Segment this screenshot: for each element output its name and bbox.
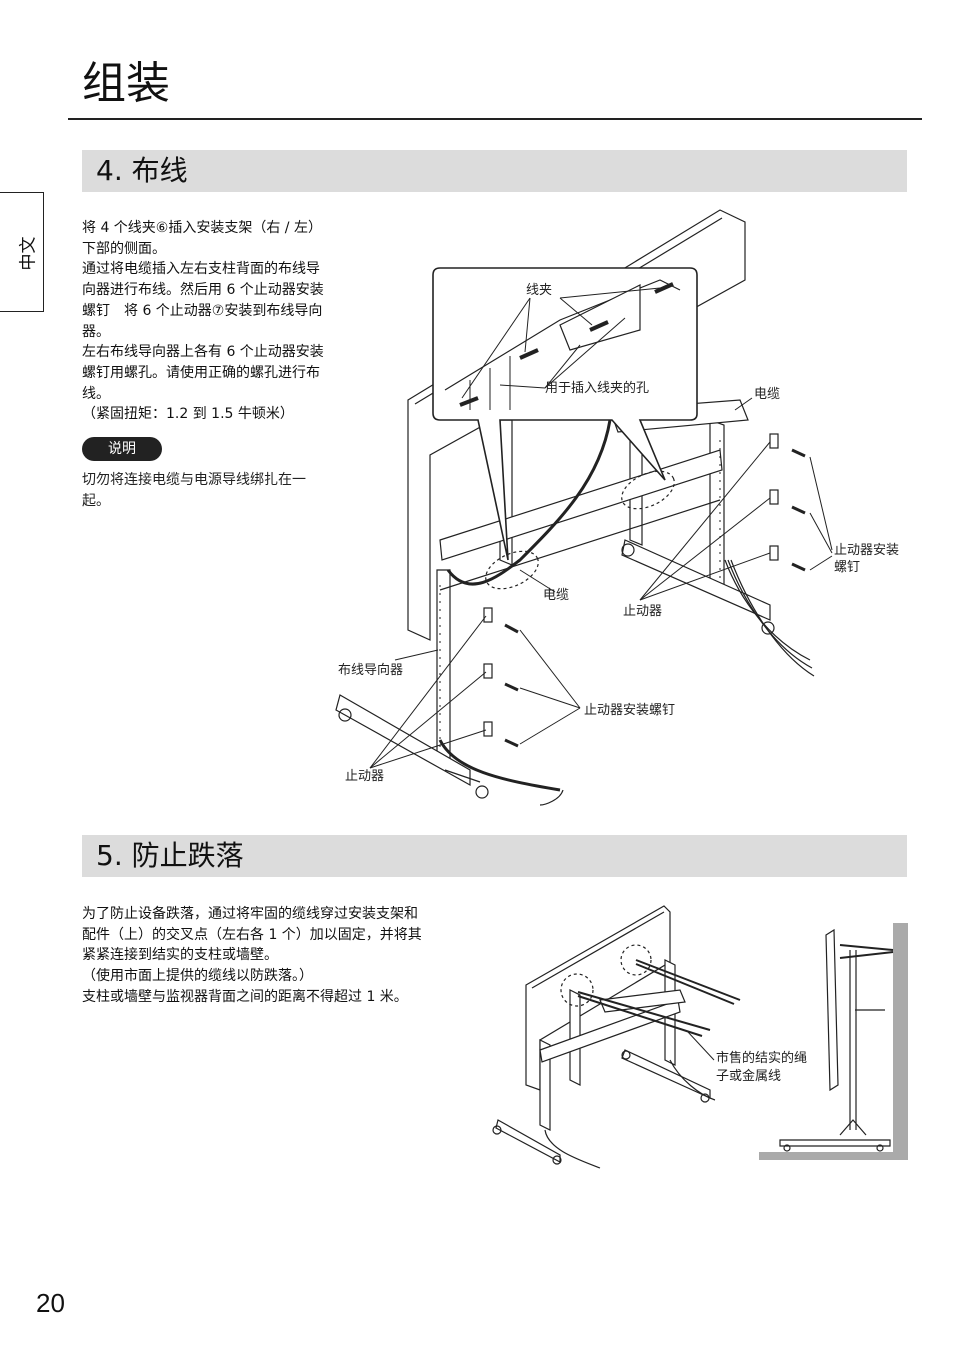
instruction-line: 器。 — [82, 323, 110, 340]
instruction-line: 螺钉 将 6 个止动器⑦安装到布线导向 — [82, 302, 323, 319]
section-4-instructions: 将 4 个线夹⑥插入安装支架（右 / 左） 下部的侧面。 通过将电缆插入左右支柱… — [82, 218, 362, 425]
instruction-line: （使用市面上提供的缆线以防跌落。） — [82, 968, 313, 985]
instruction-line: 紧紧连接到结实的支柱或墙壁。 — [82, 947, 278, 964]
label-rope-1: 市售的结实的绳 — [716, 1051, 808, 1066]
instruction-line: 线。 — [82, 385, 110, 402]
note-line: 起。 — [82, 492, 110, 509]
label-clamp: 线夹 — [526, 283, 553, 298]
section-5-heading: 5. 防止跌落 — [96, 839, 244, 872]
instruction-line: 支柱或墙壁与监视器背面之间的距离不得超过 1 米。 — [82, 988, 408, 1005]
language-tab: 中文 — [0, 192, 44, 312]
page-title: 组装 — [82, 58, 170, 109]
section-5-header: 5. 防止跌落 — [82, 835, 907, 877]
section-4-heading: 4. 布线 — [96, 154, 188, 187]
label-wire-guide: 布线导向器 — [338, 663, 404, 678]
instruction-line: 向器进行布线。然后用 6 个止动器安装 — [82, 282, 324, 299]
section-4-header: 4. 布线 — [82, 150, 907, 192]
instruction-line: 为了防止设备跌落，通过将牢固的缆线穿过安装支架和 — [82, 906, 418, 922]
label-clamp-hole: 用于插入线夹的孔 — [545, 381, 650, 396]
title-divider — [68, 118, 922, 120]
instruction-line: 下部的侧面。 — [82, 240, 166, 257]
label-cable-top: 电缆 — [754, 387, 781, 402]
page-number: 20 — [36, 1288, 65, 1318]
label-cable-mid: 电缆 — [543, 588, 570, 603]
label-stopper-screw-left: 止动器安装螺钉 — [584, 703, 676, 718]
label-stopper-mid: 止动器 — [623, 604, 663, 619]
instruction-line: （紧固扭矩：1.2 到 1.5 牛顿米） — [82, 406, 294, 423]
label-rope-2: 子或金属线 — [716, 1069, 782, 1084]
instruction-line: 通过将电缆插入左右支柱背面的布线导 — [82, 261, 320, 278]
label-stopper-left: 止动器 — [345, 769, 385, 784]
instruction-line: 将 4 个线夹⑥插入安装支架（右 / 左） — [82, 220, 322, 236]
instruction-line: 左右布线导向器上各有 6 个止动器安装 — [82, 344, 324, 361]
label-stopper-screw-right-2: 螺钉 — [834, 560, 861, 575]
note-badge: 说明 — [82, 437, 162, 461]
section-5-instructions: 为了防止设备跌落，通过将牢固的缆线穿过安装支架和 配件（上）的交叉点（左右各 1… — [82, 904, 482, 1008]
label-stopper-screw-right-1: 止动器安装 — [834, 543, 900, 558]
note-text: 切勿将连接电缆与电源导线绑扎在一 起。 — [82, 470, 347, 511]
instruction-line: 配件（上）的交叉点（左右各 1 个）加以固定，并将其 — [82, 926, 422, 943]
note-line: 切勿将连接电缆与电源导线绑扎在一 — [82, 472, 306, 488]
instruction-line: 螺钉用螺孔。请使用正确的螺孔进行布 — [82, 364, 320, 381]
